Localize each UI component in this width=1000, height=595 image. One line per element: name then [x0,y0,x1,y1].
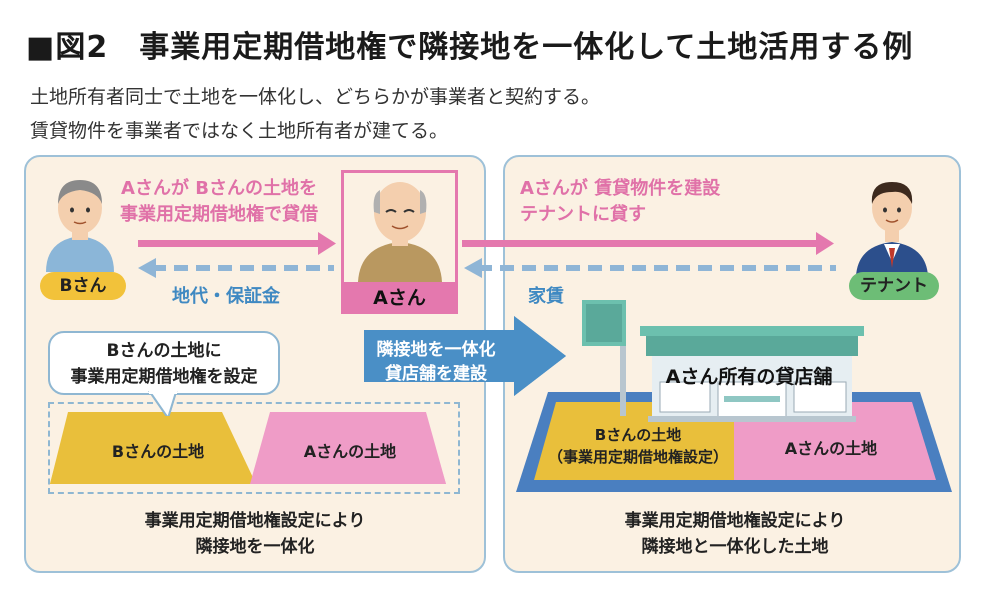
left-lot-b-label: Bさんの土地 [111,442,205,461]
tenant-label: テナント [849,272,939,300]
store-building [640,326,864,422]
right-lot-b-line-1: Bさんの土地 [594,426,682,444]
center-arrow-text: 隣接地を一体化 貸店舗を建設 [368,338,504,386]
right-flow-line-2: テナントに貸す [520,204,646,225]
pink-arrow-left [138,232,336,255]
center-arrow-line-2: 貸店舗を建設 [385,364,487,384]
dashed-lot-box [48,402,460,494]
tenant-illustration [856,182,928,276]
left-caption-line-2: 隣接地を一体化 [195,537,315,557]
right-flow-line-1: Aさんが 賃貸物件を建設 [520,178,721,199]
right-flow-text: Aさんが 賃貸物件を建設 テナントに貸す [520,176,750,228]
right-lot-b-label: Bさんの土地 （事業用定期借地権設定） [540,424,736,468]
right-caption-line-1: 事業用定期借地権設定により [624,511,846,531]
left-caption-line-1: 事業用定期借地権設定により [144,511,366,531]
store-name-label: Aさん所有の貸店舗 [665,366,833,388]
description-line-1: 土地所有者同士で土地を一体化し、どちらかが事業者と契約する。 [30,86,601,108]
right-lot-b-line-2: （事業用定期借地権設定） [547,448,728,466]
blue-dashed-arrow-right [464,258,836,278]
left-flow-text: Aさんが Bさんの土地を 事業用定期借地権で貸借 [104,176,334,228]
left-flow-line-2: 事業用定期借地権で貸借 [120,204,318,225]
left-caption: 事業用定期借地権設定により 隣接地を一体化 [124,508,386,560]
page-title: ■図2 事業用定期借地権で隣接地を一体化して土地活用する例 [26,30,914,65]
left-flow-line-1: Aさんが Bさんの土地を [121,178,317,199]
pink-arrow-right [462,232,834,255]
sign-pole [582,300,626,416]
a-san-label: Aさん [341,282,458,314]
right-caption: 事業用定期借地権設定により 隣接地と一体化した土地 [590,508,880,560]
left-return-flow-label: 地代・保証金 [172,286,280,307]
bubble-line-1: Bさんの土地に [106,341,222,361]
right-lot-a-label: Aさんの土地 [784,439,878,458]
center-arrow-line-1: 隣接地を一体化 [376,340,496,360]
callout-bubble: Bさんの土地に 事業用定期借地権を設定 [48,331,280,395]
bubble-line-2: 事業用定期借地権を設定 [70,367,258,387]
description-line-2: 賃貸物件を事業者ではなく土地所有者が建てる。 [30,120,449,142]
right-caption-line-2: 隣接地と一体化した土地 [641,537,829,557]
b-san-label: Bさん [40,272,126,300]
right-return-flow-label: 家賃 [528,286,564,307]
blue-dashed-arrow-left [138,258,334,278]
person-b-illustration [46,180,114,272]
left-lot-a-label: Aさんの土地 [303,442,397,461]
